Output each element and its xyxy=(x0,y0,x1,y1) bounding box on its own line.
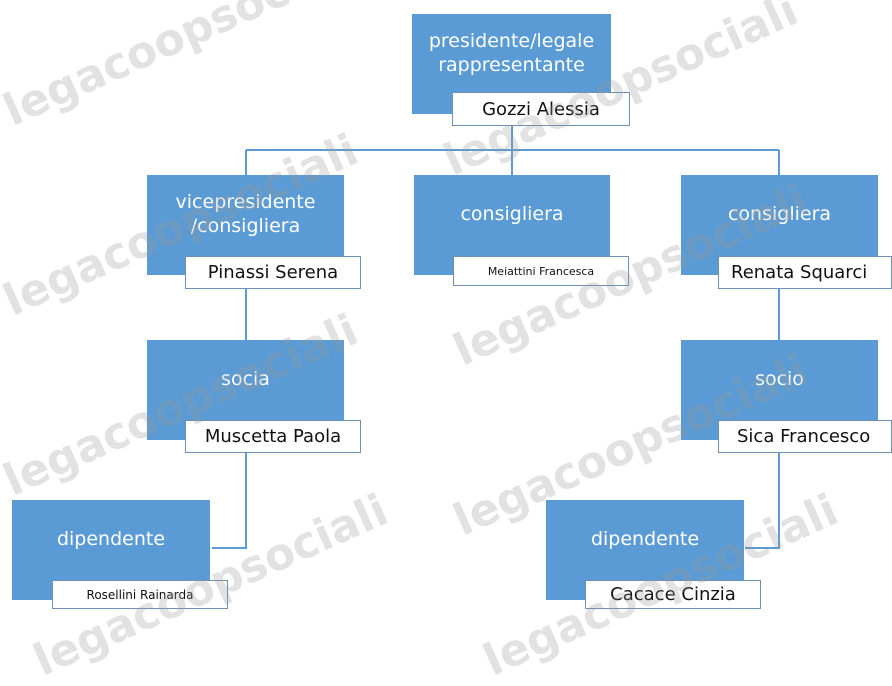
member-2-role: socio xyxy=(755,368,804,390)
councillor-1-name: Meiattini Francesca xyxy=(453,256,629,286)
employee-1-name: Rosellini Rainarda xyxy=(52,580,228,609)
member-1-name: Muscetta Paola xyxy=(185,420,361,453)
connector-member-employee xyxy=(212,440,247,549)
president-name: Gozzi Alessia xyxy=(452,92,630,126)
president-role: presidente/legale rappresentante xyxy=(428,30,595,76)
vicepresident-role: vicepresidente /consigliera xyxy=(175,191,316,237)
councillor-2-role: consigliera xyxy=(727,203,832,225)
employee-1-role: dipendente xyxy=(56,528,166,550)
member-2-name: Sica Francesco xyxy=(718,420,892,453)
vicepresident-name: Pinassi Serena xyxy=(185,256,361,289)
connector-member2-employee xyxy=(745,440,780,549)
employee-2-name: Cacace Cinzia xyxy=(585,580,761,609)
member-1-role: socia xyxy=(221,368,270,390)
councillor-2-name: Renata Squarci xyxy=(718,256,892,289)
councillor-1-role: consigliera xyxy=(460,203,564,225)
employee-2-role: dipendente xyxy=(590,528,700,550)
